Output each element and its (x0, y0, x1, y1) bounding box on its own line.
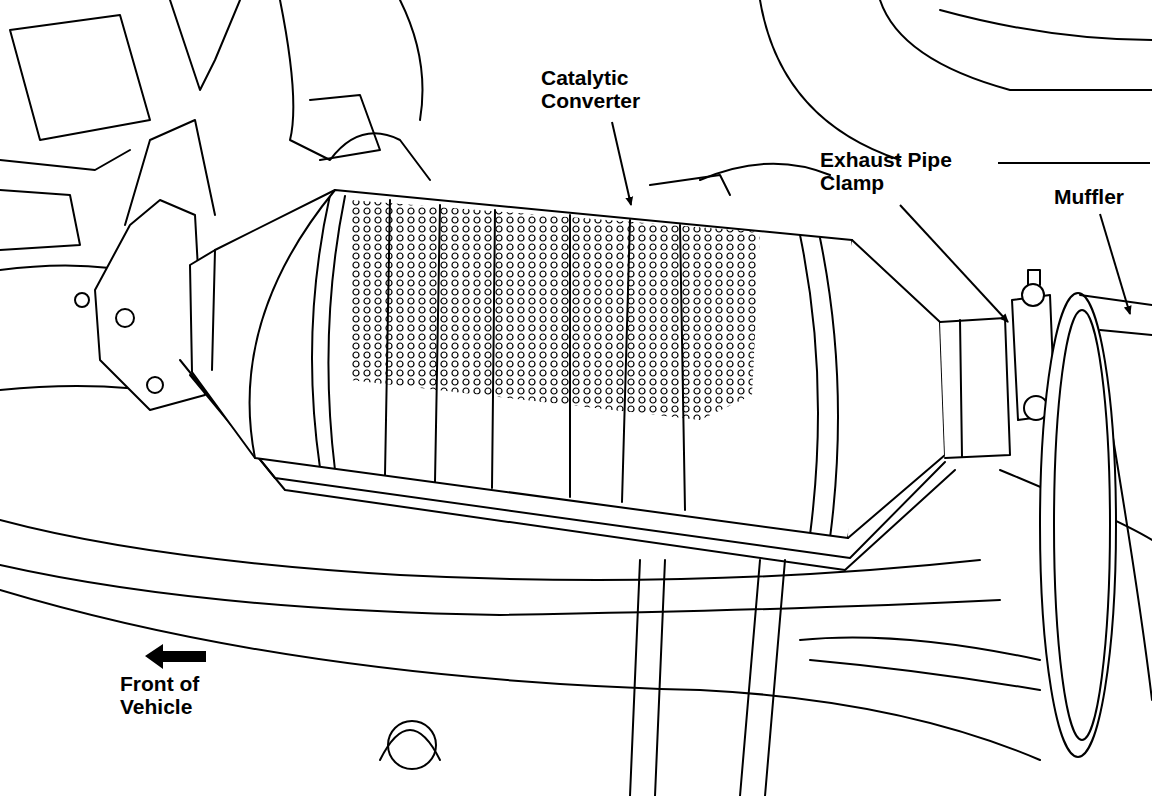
leader-lines (612, 122, 1150, 322)
part-label: Exhaust Pipe Clamp (820, 148, 980, 194)
part-label: Muffler (1054, 185, 1124, 208)
direction-label: Front of Vehicle (120, 672, 220, 718)
part-label: Catalytic Converter (541, 66, 640, 112)
